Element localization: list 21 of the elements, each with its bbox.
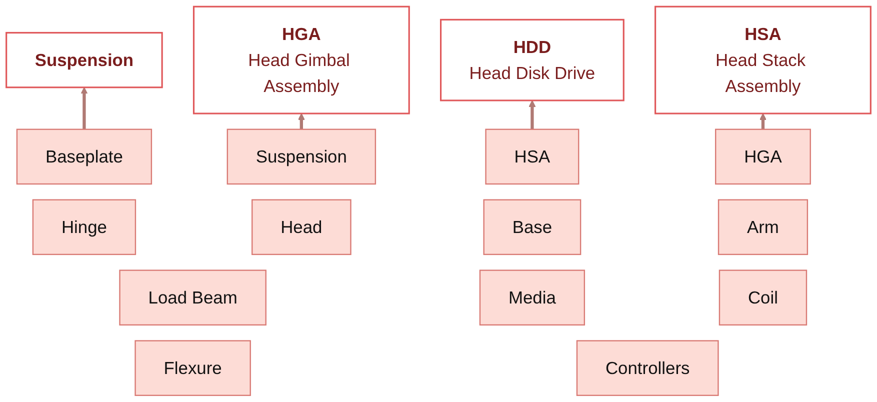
arrow [528,100,536,130]
node-box: Base [483,199,582,256]
arrow [298,113,305,130]
arrow [80,87,88,130]
node-box: Arm [718,199,808,256]
node-box: HDD Head Disk Drive [440,18,624,102]
node-box: HSA [485,128,580,185]
node-box: Controllers [576,340,719,396]
node-box: HGA Head Gimbal Assembly [192,6,410,114]
node-box: Suspension [226,128,376,185]
node-box: Load Beam [119,270,266,326]
node-box: HSA Head Stack Assembly [654,6,872,114]
node-box: Media [479,270,586,326]
node-box: Hinge [32,199,136,256]
node-box: Flexure [134,340,251,396]
node-box: Suspension [6,32,163,88]
arrow [760,113,766,130]
node-box: Baseplate [16,128,152,185]
node-box: HGA [715,128,811,185]
node-box: Head [252,199,352,256]
node-box: Coil [718,270,808,326]
